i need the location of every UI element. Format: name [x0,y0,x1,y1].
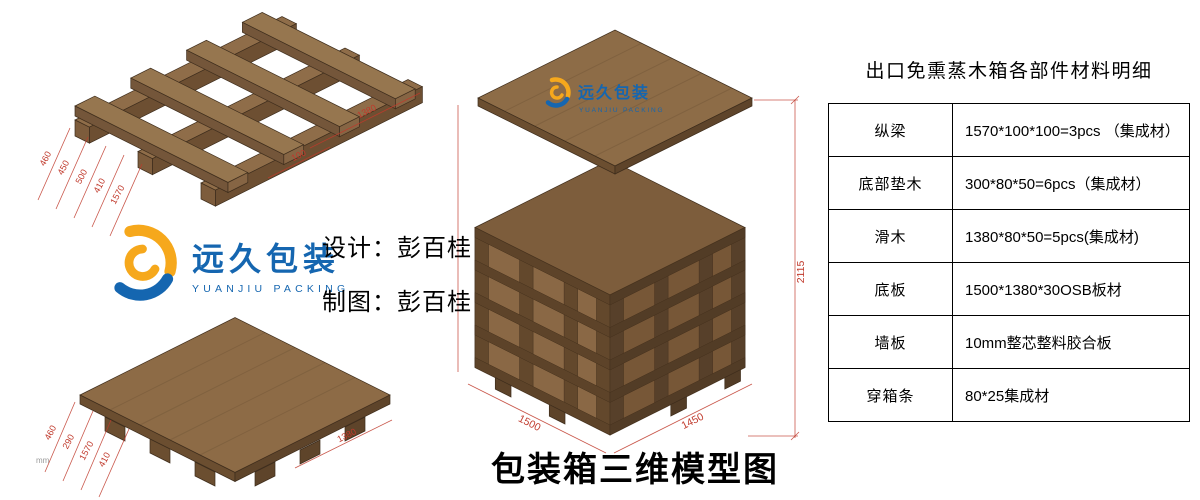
materials-panel: 出口免熏蒸木箱各部件材料明细 纵梁 1570*100*100=3pcs （集成材… [828,56,1190,422]
dim-label-bottom-right: 1450 [680,411,706,432]
crate-skid-feet [494,369,741,425]
crate-drawing: 远久包装 YUANJIU PACKING 2115 1500 1450 [457,29,807,454]
draft-credit: 制图：彭百桂 [322,289,472,316]
dim-label: 1570 [108,183,126,205]
part-spec-cell: 1500*1380*30OSB板材 [952,262,1190,316]
crate-right-battens [609,227,746,436]
part-spec-cell: 80*25集成材 [952,368,1190,422]
part-spec-cell: 300*80*50=6pcs（集成材） [952,156,1190,210]
part-spec-cell: 1570*100*100=3pcs （集成材） [952,103,1190,157]
table-row: 底部垫木 300*80*50=6pcs（集成材） [828,156,1190,210]
dim-label: 1570 [77,439,95,461]
materials-table: 纵梁 1570*100*100=3pcs （集成材） 底部垫木 300*80*5… [828,103,1190,422]
logo-swirl-icon [114,224,177,301]
part-spec-cell: 1380*80*50=5pcs(集成材) [952,209,1190,263]
dim-label-height: 2115 [795,261,807,284]
part-name-cell: 底部垫木 [828,156,953,210]
page-title: 包装箱三维模型图 [491,451,779,489]
part-spec-cell: 10mm整芯整料胶合板 [952,315,1190,369]
deck-top-face [79,317,391,473]
table-row: 底板 1500*1380*30OSB板材 [828,262,1190,316]
crate-left-battens [474,227,611,436]
part-name-cell: 墙板 [828,315,953,369]
table-row: 墙板 10mm整芯整料胶合板 [828,315,1190,369]
pallet-frame-drawing: 460 450 500 410 1570 1380 100 [37,12,424,237]
dim-label-bottom-left: 1500 [516,413,542,434]
unit-footnote: mm [36,456,50,465]
part-name-cell: 纵梁 [828,103,953,157]
deck-right-edge [234,394,391,483]
logo-company-name: 远久包装 [192,240,341,277]
dim-label: 500 [73,168,89,186]
logo-swirl-icon [549,77,571,99]
dim-label: 290 [60,433,76,451]
pallet-deck-drawing: 460 290 1570 410 1380 [42,317,393,498]
company-logo: 远久包装 YUANJIU PACKING [100,224,349,304]
table-row: 穿箱条 80*25集成材 [828,368,1190,422]
part-name-cell: 穿箱条 [828,368,953,422]
logo-company-sub: YUANJIU PACKING [192,282,350,295]
pallet-frame-slats [74,12,416,194]
lid-logo-sub: YUANJIU PACKING [579,107,664,114]
dim-label: 410 [91,177,107,195]
part-name-cell: 滑木 [828,209,953,263]
design-credit: 设计：彭百桂 [322,235,472,262]
lid-logo: 远久包装 YUANJIU PACKING [545,77,664,114]
table-row: 滑木 1380*80*50=5pcs(集成材) [828,209,1190,263]
dim-label: 410 [96,451,112,469]
lid-logo-name: 远久包装 [578,83,650,102]
crate-lid: 远久包装 YUANJIU PACKING [477,29,753,175]
dim-label: 450 [55,159,71,177]
part-name-cell: 底板 [828,262,953,316]
dim-label: 460 [37,150,53,168]
pallet-frame-beams [74,16,424,207]
lid-right-edge [614,97,753,175]
table-row: 纵梁 1570*100*100=3pcs （集成材） [828,103,1190,157]
dim-label: 460 [42,424,58,442]
materials-title: 出口免熏蒸木箱各部件材料明细 [865,61,1153,82]
